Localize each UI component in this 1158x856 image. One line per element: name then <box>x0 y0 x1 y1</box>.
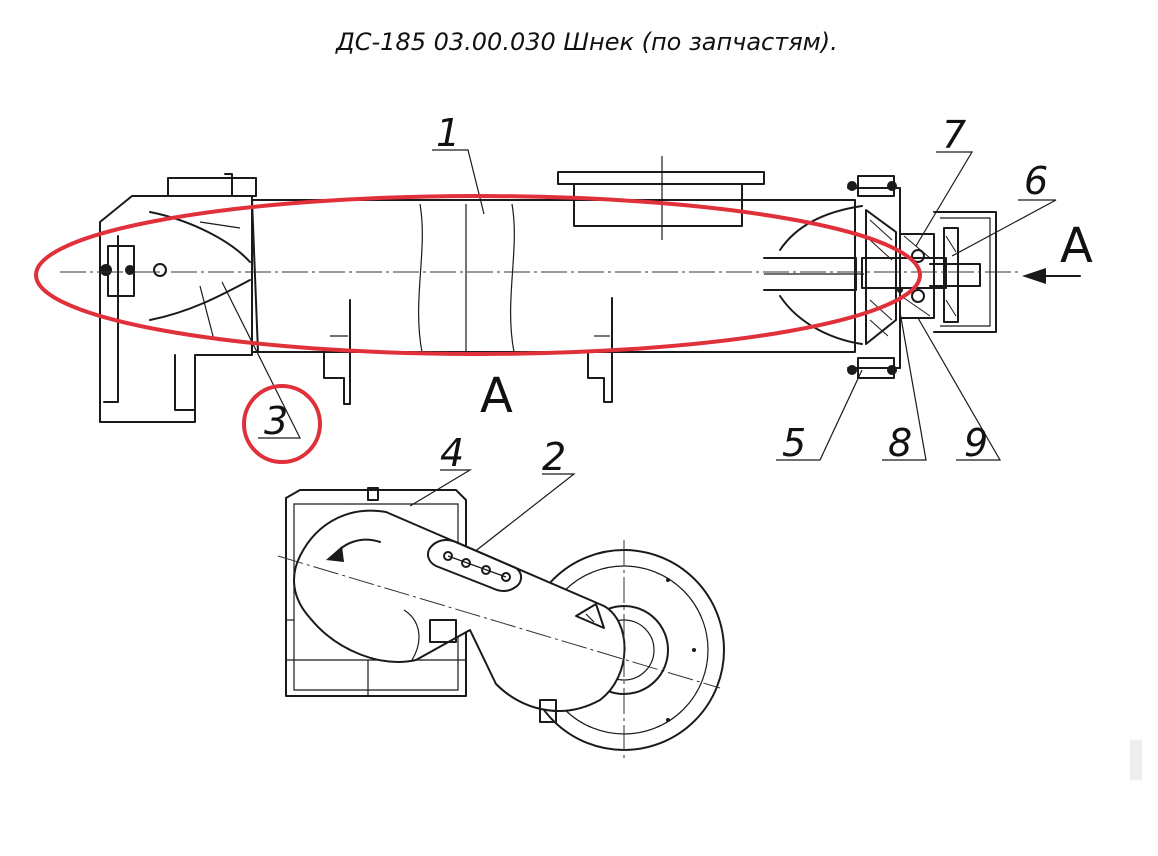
callout-6: 6 <box>1024 159 1048 203</box>
chain-guard <box>293 509 626 712</box>
right-auger-section <box>759 199 864 353</box>
callout-8: 8 <box>888 421 912 465</box>
callout-9: 9 <box>964 421 988 465</box>
scan-artifact <box>1130 740 1142 780</box>
right-bearing-assembly <box>847 175 997 379</box>
callout-1: 1 <box>436 111 460 155</box>
highlight-ellipse-auger <box>34 194 922 356</box>
warning-sign-icon <box>575 603 605 629</box>
drawing-title: ДС-185 03.00.030 Шнек (по запчастям). <box>335 28 838 56</box>
highlight-annotations <box>34 194 922 464</box>
callout-leaders <box>221 149 1057 561</box>
left-end-housing <box>99 173 257 423</box>
auger-assembly-view: A A <box>60 156 1093 424</box>
callout-3: 3 <box>264 399 288 443</box>
callout-4: 4 <box>440 431 464 475</box>
callout-7: 7 <box>942 113 966 157</box>
chain-drive-view <box>277 487 725 760</box>
callout-2: 2 <box>542 435 566 479</box>
highlight-circle-part-3 <box>242 384 322 464</box>
view-a-arrow: A <box>1022 218 1093 284</box>
view-a-label-right: A <box>1060 218 1093 274</box>
left-auger-flight <box>149 211 251 341</box>
view-a-label-bottom: A <box>480 368 513 424</box>
main-tube <box>251 156 765 405</box>
callout-5: 5 <box>782 421 806 465</box>
